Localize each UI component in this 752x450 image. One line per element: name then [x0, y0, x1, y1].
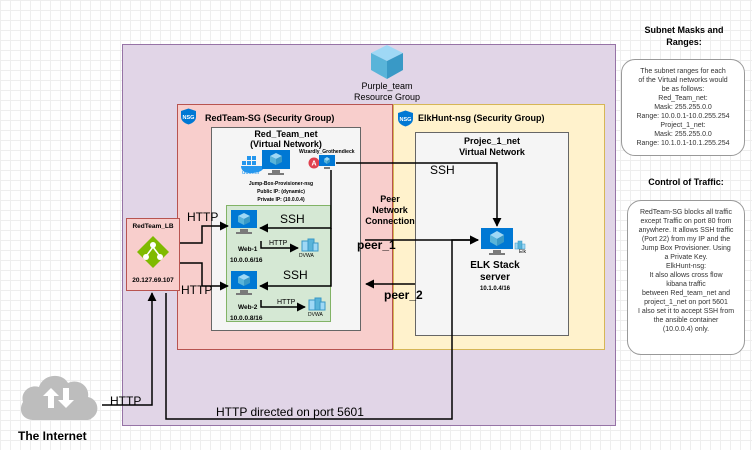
web1-http-inner-label: HTTP: [269, 240, 288, 247]
peer-title-line1: Peer: [380, 194, 400, 204]
http-5601-edge: [165, 235, 479, 420]
cloud-icon: [20, 375, 98, 420]
peer-title-line2: Network: [372, 205, 408, 215]
docker-label: docker: [242, 170, 261, 176]
http-web2-label: HTTP: [181, 283, 213, 297]
traffic-line: It also allows cross flow: [649, 272, 723, 279]
traffic-line: Jump Box Provisioner. Using: [641, 245, 731, 252]
docker-whale-icon: [241, 156, 264, 173]
subnet-line: Range: 10.1.0.1-10.1.255.254: [636, 140, 730, 147]
red-vnet-subtitle: (Virtual Network): [250, 139, 322, 149]
lb-to-web1-edge: [180, 221, 229, 244]
lb-name: RedTeam_LB: [132, 223, 174, 230]
traffic-title: Control of Traffic:: [648, 177, 724, 187]
web2-http-dvwa-edge: [260, 300, 306, 312]
web2-http-inner-label: HTTP: [277, 299, 296, 306]
ssh-elk-label: SSH: [430, 163, 455, 177]
web2-name: Web-2: [238, 304, 258, 311]
traffic-line: anywhere. It allows SSH traffic: [638, 227, 734, 234]
traffic-line: (Port 22) from my IP and the: [641, 236, 731, 243]
project-vnet-title: Projec_1_net: [463, 136, 521, 146]
subnet-line: The subnet ranges for each: [640, 68, 726, 75]
http-web1-label: HTTP: [187, 210, 219, 224]
traffic-line: (10.0.0.4) only.: [662, 326, 710, 333]
internet-to-lb-edge: [102, 292, 157, 406]
ssh-elk-edge: [336, 162, 502, 227]
ansible-icon: A: [308, 157, 320, 169]
nsg-badge-label: NSG: [400, 117, 412, 123]
lb-to-web2-edge: [180, 262, 229, 291]
project-vnet-subtitle: Virtual Network: [459, 147, 525, 157]
elk-ip: 10.1.0.4/16: [479, 286, 511, 292]
jumpbox-public-ip: Public IP: (dynamic): [257, 189, 305, 195]
traffic-line: the ansible container: [653, 317, 719, 324]
red-vnet-title: Red_Team_net: [254, 129, 318, 139]
jumpbox-name: Jump-Box-Provisioner-nsg: [248, 181, 314, 187]
peer-2-label: peer_2: [384, 288, 423, 302]
nsg-shield-icon: NSG: [181, 108, 196, 125]
resource-group-icon: [371, 45, 403, 79]
subnet-line: Red_Team_net:: [658, 95, 708, 102]
http-5601-label: HTTP directed on port 5601: [216, 405, 364, 419]
load-balancer-icon: [137, 236, 169, 268]
subnet-line: of the Virtual networks would: [638, 77, 728, 84]
traffic-line: kibana traffic: [666, 281, 706, 288]
traffic-line: ElkHunt-nsg:: [665, 263, 707, 270]
traffic-line: I also set it to accept SSH from: [637, 308, 735, 315]
elk-name-line1: ELK Stack: [470, 260, 520, 271]
subnet-line: Project_1_net:: [660, 122, 706, 129]
traffic-line: a Private Key.: [664, 254, 708, 261]
web1-http-dvwa-edge: [260, 241, 299, 253]
subnet-line: Mask: 255.255.0.0: [654, 104, 712, 111]
web1-name: Web-1: [238, 246, 258, 253]
elk-app-icon: [514, 240, 526, 250]
subnet-notes-box: The subnet ranges for each of the Virtual…: [621, 59, 745, 156]
resource-group-subtitle: Resource Group: [353, 92, 421, 102]
redteam-sg-title: RedTeam-SG (Security Group): [205, 113, 335, 123]
svg-text:A: A: [311, 161, 316, 168]
elkhunt-nsg-title: ElkHunt-nsg (Security Group): [418, 113, 545, 123]
nsg-shield-icon: NSG: [398, 110, 413, 127]
resource-group-name: Purple_team: [361, 81, 413, 91]
traffic-line: project_1_net on port 5601: [644, 299, 728, 306]
elk-name-line2: server: [479, 272, 511, 283]
container-label: Wizardly_Grothendieck: [299, 149, 355, 155]
web1-ip: 10.0.0.6/16: [230, 257, 263, 264]
traffic-line: RedTeam-SG blocks all traffic: [639, 209, 733, 216]
web2-ip: 10.0.0.8/16: [230, 315, 263, 322]
jumpbox-vm-icon: [262, 150, 290, 175]
elk-vm-icon: [481, 228, 513, 255]
subnet-line: Mask: 255.255.0.0: [654, 131, 712, 138]
subnet-line: be as follows:: [661, 86, 705, 93]
peer-1-label: peer_1: [357, 238, 396, 252]
web1-vm-icon: [231, 210, 257, 234]
web2-app: DVWA: [308, 312, 323, 318]
web2-vm-icon: [231, 271, 257, 295]
container-vm-icon: [319, 155, 335, 169]
ssh-web2-edge: [259, 228, 332, 291]
ssh-web2-label: SSH: [283, 268, 308, 282]
subnet-title-line1: Subnet Masks and: [644, 25, 724, 35]
internet-label: The Internet: [18, 429, 87, 443]
subnet-title-line2: Ranges:: [666, 37, 702, 47]
jumpbox-private-ip: Private IP: (10.0.0.4): [257, 197, 305, 203]
subnet-line: Range: 10.0.0.1-10.0.255.254: [636, 113, 730, 120]
web1-app: DVWA: [299, 253, 314, 259]
web1-dvwa-icon: [301, 238, 319, 252]
elk-app-label: Elk: [519, 249, 526, 255]
traffic-notes-box: RedTeam-SG blocks all traffic except Traf…: [627, 200, 745, 355]
traffic-line: except Traffic on port 80 from: [640, 218, 732, 225]
peer-title-line3: Connection: [365, 216, 415, 226]
traffic-line: between Red_team_net and: [642, 290, 730, 297]
http-internet-label: HTTP: [110, 394, 142, 408]
web2-dvwa-icon: [308, 297, 326, 311]
ssh-web1-label: SSH: [280, 212, 305, 226]
nsg-badge-label: NSG: [183, 115, 195, 121]
lb-ip: 20.127.69.107: [132, 277, 174, 284]
